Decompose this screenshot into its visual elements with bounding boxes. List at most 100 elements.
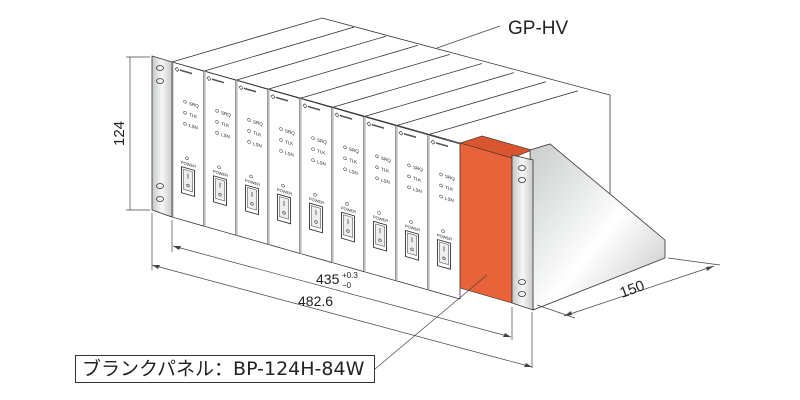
led-icon bbox=[407, 163, 411, 168]
mount-hole bbox=[518, 291, 526, 297]
brand-logo-icon bbox=[430, 139, 436, 145]
brand-logo bbox=[372, 123, 384, 129]
led-icon bbox=[215, 120, 219, 124]
brand-logo bbox=[308, 105, 320, 111]
module-face bbox=[299, 97, 333, 264]
brand-logo bbox=[212, 78, 224, 84]
mount-hole bbox=[156, 65, 164, 71]
led-label: SRQ bbox=[413, 165, 423, 173]
power-led-icon bbox=[249, 174, 253, 179]
switch-off-mark-icon bbox=[186, 183, 190, 188]
led-label: SRQ bbox=[317, 137, 327, 145]
module-face bbox=[427, 134, 461, 300]
led-label: LSN bbox=[253, 141, 262, 148]
inner-width-tol-minus: −0 bbox=[342, 281, 352, 290]
led-icon bbox=[247, 140, 251, 144]
module-top-divider bbox=[267, 44, 419, 90]
power-switch-rocker bbox=[279, 196, 289, 220]
power-led-icon bbox=[441, 229, 445, 233]
led-label: LSN bbox=[189, 123, 198, 130]
blank-panel bbox=[459, 142, 513, 304]
power-switch-rocker bbox=[407, 232, 417, 256]
led-icon bbox=[215, 109, 219, 113]
led-label: TLK bbox=[381, 167, 389, 174]
module-edge bbox=[268, 89, 270, 245]
led-label: SRQ bbox=[349, 146, 359, 154]
led-icon bbox=[311, 158, 315, 162]
led-label: TLK bbox=[413, 176, 421, 183]
power-label: POWER bbox=[405, 223, 420, 232]
led-icon bbox=[279, 138, 283, 142]
led-label: SRQ bbox=[285, 128, 295, 136]
led-icon bbox=[343, 167, 347, 171]
led-label: LSN bbox=[413, 187, 422, 194]
rack-ear-right bbox=[511, 154, 534, 311]
led-icon bbox=[279, 127, 283, 131]
module-top-divider bbox=[395, 81, 547, 127]
led-label: SRQ bbox=[253, 119, 263, 127]
led-label: SRQ bbox=[381, 156, 391, 164]
power-led-icon bbox=[217, 165, 221, 170]
module-face bbox=[395, 125, 429, 291]
power-label: POWER bbox=[245, 178, 260, 187]
switch-off-mark-icon bbox=[218, 193, 222, 197]
outer-width-value: 482.6 bbox=[298, 293, 333, 309]
mount-hole bbox=[518, 279, 526, 285]
led-icon bbox=[343, 156, 347, 160]
led-icon bbox=[375, 154, 379, 159]
depth-ext-back bbox=[667, 257, 721, 266]
mount-hole bbox=[156, 78, 164, 84]
module-edge bbox=[236, 80, 238, 236]
brand-logo-icon bbox=[238, 85, 244, 91]
led-icon bbox=[247, 129, 251, 133]
module-top-dividers bbox=[203, 26, 579, 136]
brand-logo bbox=[340, 114, 352, 120]
mount-hole bbox=[518, 165, 526, 171]
led-icon bbox=[343, 145, 347, 149]
brand-logo-icon bbox=[398, 130, 404, 136]
led-label: LSN bbox=[221, 132, 230, 139]
power-led-icon bbox=[409, 220, 413, 224]
module-edge bbox=[204, 71, 206, 227]
brand-logo bbox=[180, 69, 192, 75]
module-face bbox=[203, 70, 237, 236]
module-top-divider bbox=[235, 35, 387, 81]
power-label: POWER bbox=[437, 232, 452, 241]
led-icon bbox=[183, 122, 187, 126]
module-edge bbox=[428, 134, 430, 291]
height-value: 124 bbox=[111, 121, 128, 146]
outer-width-dim-line bbox=[151, 264, 533, 368]
brand-logo-icon bbox=[334, 112, 340, 118]
brand-logo bbox=[276, 96, 288, 102]
module-face bbox=[267, 88, 301, 254]
led-icon bbox=[439, 183, 443, 188]
led-label: TLK bbox=[445, 185, 453, 192]
led-label: LSN bbox=[285, 150, 294, 157]
module-edge bbox=[364, 116, 366, 273]
led-icon bbox=[375, 176, 379, 181]
power-led-icon bbox=[345, 202, 349, 206]
switch-off-mark-icon bbox=[346, 229, 350, 233]
mount-hole bbox=[156, 196, 164, 202]
module-top-divider bbox=[299, 54, 451, 99]
power-label: POWER bbox=[341, 205, 356, 214]
power-switch-rocker bbox=[311, 205, 321, 229]
power-label: POWER bbox=[277, 187, 292, 196]
led-label: LSN bbox=[381, 178, 390, 185]
inner-width-tol-plus: +0.3 bbox=[342, 271, 358, 280]
product-label: GP-HV bbox=[508, 18, 569, 39]
led-icon bbox=[311, 147, 315, 151]
inner-width-value: 435 bbox=[316, 271, 340, 287]
depth-ext-front bbox=[536, 304, 576, 319]
module-top-divider bbox=[203, 26, 355, 72]
module-face bbox=[235, 79, 269, 245]
led-icon bbox=[311, 136, 315, 140]
module-top-divider bbox=[363, 72, 515, 117]
